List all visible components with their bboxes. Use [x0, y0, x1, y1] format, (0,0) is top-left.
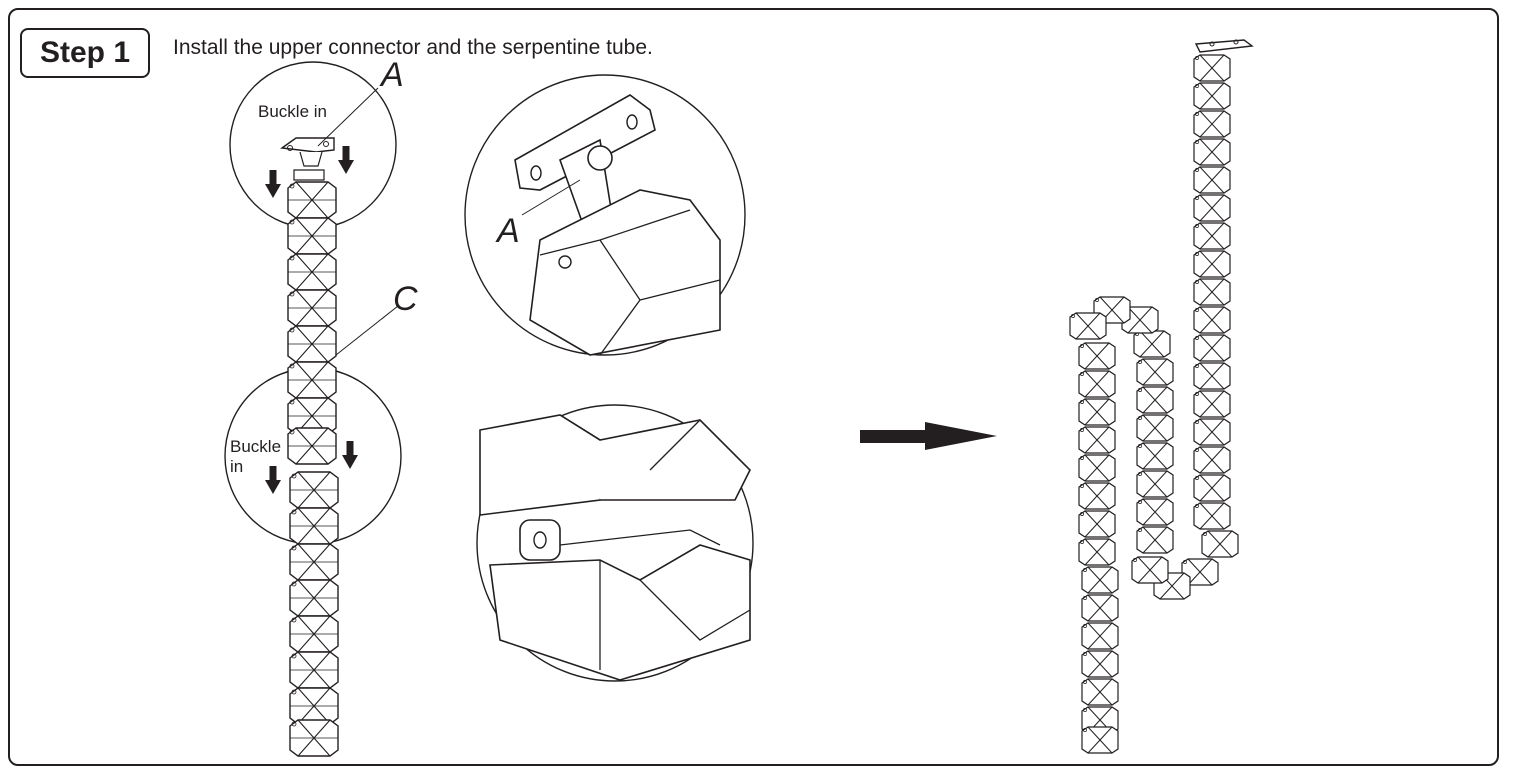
buckle-in-label-lower-line1: Buckle: [230, 437, 282, 456]
detail-view-joint: [476, 404, 754, 682]
leader-line-a-detail: [521, 179, 581, 216]
leader-line-a: [317, 87, 379, 147]
leader-line-c: [335, 305, 399, 356]
callout-label-a: A: [381, 56, 404, 94]
buckle-in-label-lower-line2: in: [230, 457, 244, 476]
arrow-down-icon: [342, 441, 358, 469]
buckle-in-label-top: Buckle in: [258, 102, 327, 121]
upper-connector-a: [280, 137, 335, 181]
detail-view-connector: [464, 74, 746, 356]
callout-label-c: C: [393, 280, 418, 318]
step-badge: Step 1: [20, 28, 150, 78]
assembled-serpentine-tube: [1069, 39, 1254, 754]
step-instruction: Install the upper connector and the serp…: [173, 36, 653, 59]
arrow-down-icon: [265, 466, 281, 494]
arrow-down-icon: [338, 146, 354, 174]
callout-label-a-detail: A: [497, 212, 520, 250]
arrow-down-icon: [265, 170, 281, 198]
upper-connector: [1194, 39, 1254, 53]
serpentine-tube-left-chain: [224, 61, 402, 757]
right-arrow-icon: [860, 422, 997, 450]
diagram-frame: [8, 8, 1499, 766]
